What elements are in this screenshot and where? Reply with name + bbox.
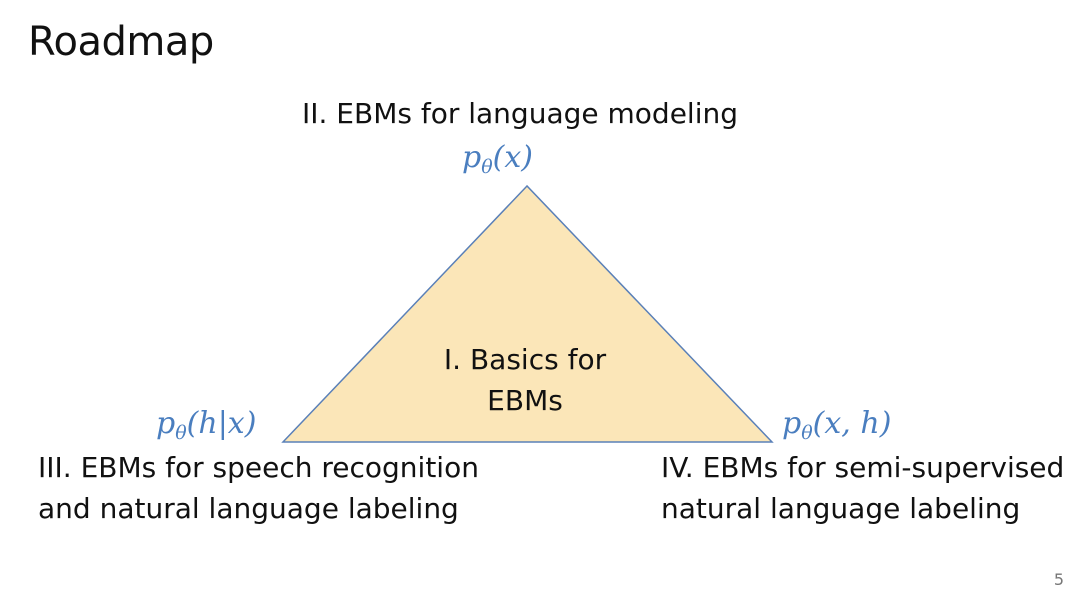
formula-args: (x) [492,140,533,175]
vertex-left-label-line-2: and natural language labeling [38,491,459,525]
vertex-top-label: II. EBMs for language modeling [301,97,738,130]
formula-p: p [156,406,176,441]
formula-args: (x, h) [812,406,892,441]
slide-title: Roadmap [28,19,214,65]
vertex-right-label-line-1: IV. EBMs for semi-supervised [661,451,1065,484]
triangle-center-text: I. Basics for EBMs [420,340,630,421]
formula-theta: θ [801,422,813,444]
basics-triangle [281,184,774,443]
vertex-left-formula: pθ(h|x) [156,406,257,444]
vertex-right-formula: pθ(x, h) [782,406,892,444]
vertex-right-label-line-2: natural language labeling [661,491,1021,525]
formula-p: p [782,406,802,441]
center-line-1: I. Basics for [443,343,607,376]
vertex-right-label: IV. EBMs for semi-supervised natural lan… [661,448,1064,529]
formula-theta: θ [481,156,493,178]
vertex-left-label: III. EBMs for speech recognition and nat… [38,448,479,529]
vertex-left-label-line-1: III. EBMs for speech recognition [38,451,479,484]
formula-theta: θ [175,422,187,444]
formula-p: p [462,140,482,175]
center-line-2: EBMs [487,383,563,417]
formula-args: (h|x) [186,406,257,441]
page-number: 5 [1053,570,1064,589]
vertex-top-formula: pθ(x) [462,140,533,178]
